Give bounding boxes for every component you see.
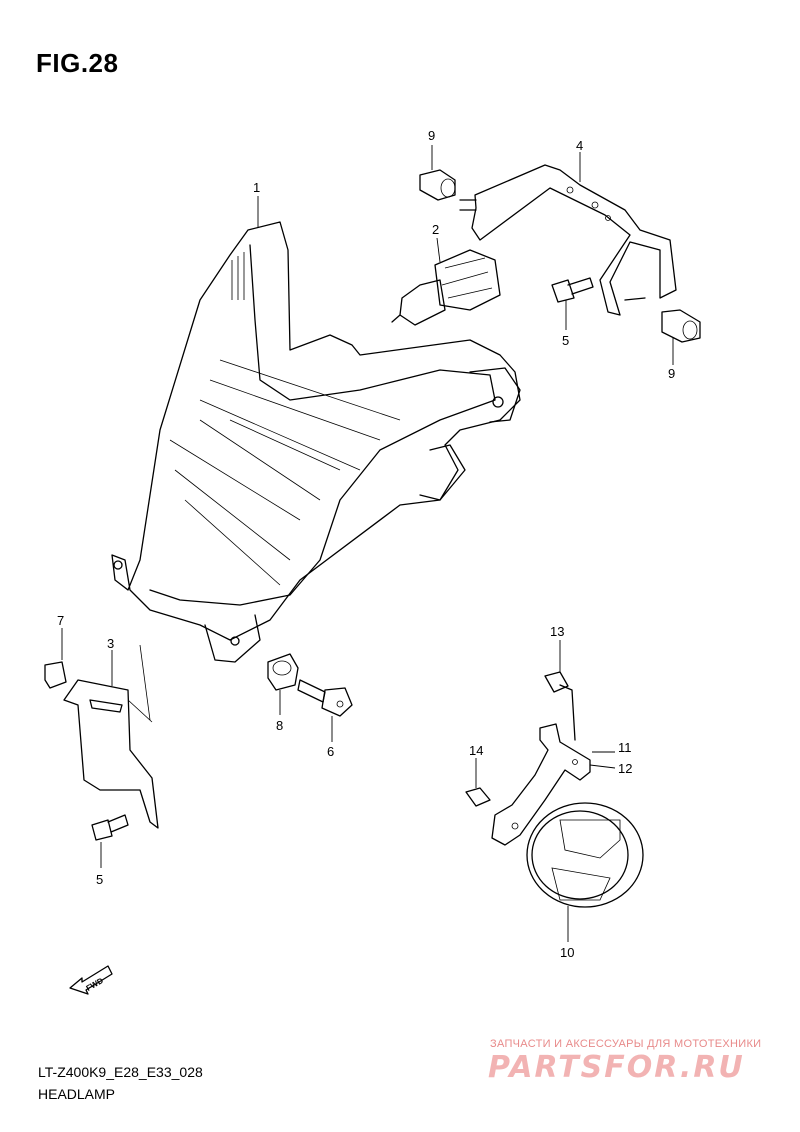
figure-title: FIG.28 [36, 48, 119, 78]
callout-labels: 1 2 3 4 5 5 6 7 8 9 9 10 11 12 13 14 [57, 128, 675, 960]
callout-10: 10 [560, 945, 574, 960]
callout-14: 14 [469, 743, 483, 758]
part-bolt-lower [91, 814, 129, 841]
part-nut [44, 661, 67, 689]
part-headlamp-housing [111, 221, 521, 663]
callout-8: 8 [276, 718, 283, 733]
leader-lines [61, 145, 674, 942]
part-bolt-washer [297, 679, 353, 717]
callout-2: 2 [432, 222, 439, 237]
part-reflector-bracket [491, 723, 591, 846]
watermark-logo: PARTSFOR.RU [488, 1050, 745, 1085]
callout-5-lower: 5 [96, 872, 103, 887]
part-reflector [526, 802, 644, 908]
callout-5-upper: 5 [562, 333, 569, 348]
callout-4: 4 [576, 138, 583, 153]
callout-13: 13 [550, 624, 564, 639]
part-grommet-upper [419, 169, 456, 201]
forward-arrow-icon: FWD [69, 965, 113, 995]
callout-9-lower: 9 [668, 366, 675, 381]
part-bulb-socket [391, 249, 501, 326]
figure-name: HEADLAMP [38, 1086, 116, 1102]
part-side-bracket [63, 644, 159, 829]
callout-7: 7 [57, 613, 64, 628]
part-bracket [459, 164, 677, 316]
figure-code: LT-Z400K9_E28_E33_028 [38, 1064, 203, 1080]
part-grommet-lower [661, 309, 701, 343]
callout-1: 1 [253, 180, 260, 195]
part-cushion [267, 653, 299, 691]
watermark-tagline: ЗАПЧАСТИ И АКСЕССУАРЫ ДЛЯ МОТОТЕХНИКИ [490, 1038, 762, 1050]
callout-3: 3 [107, 636, 114, 651]
part-reflector-nut [465, 787, 491, 807]
callout-12: 12 [618, 761, 632, 776]
part-bolt-upper [551, 277, 594, 303]
callout-6: 6 [327, 744, 334, 759]
callout-9-upper: 9 [428, 128, 435, 143]
part-screw [544, 671, 576, 741]
callout-11: 11 [618, 740, 632, 755]
